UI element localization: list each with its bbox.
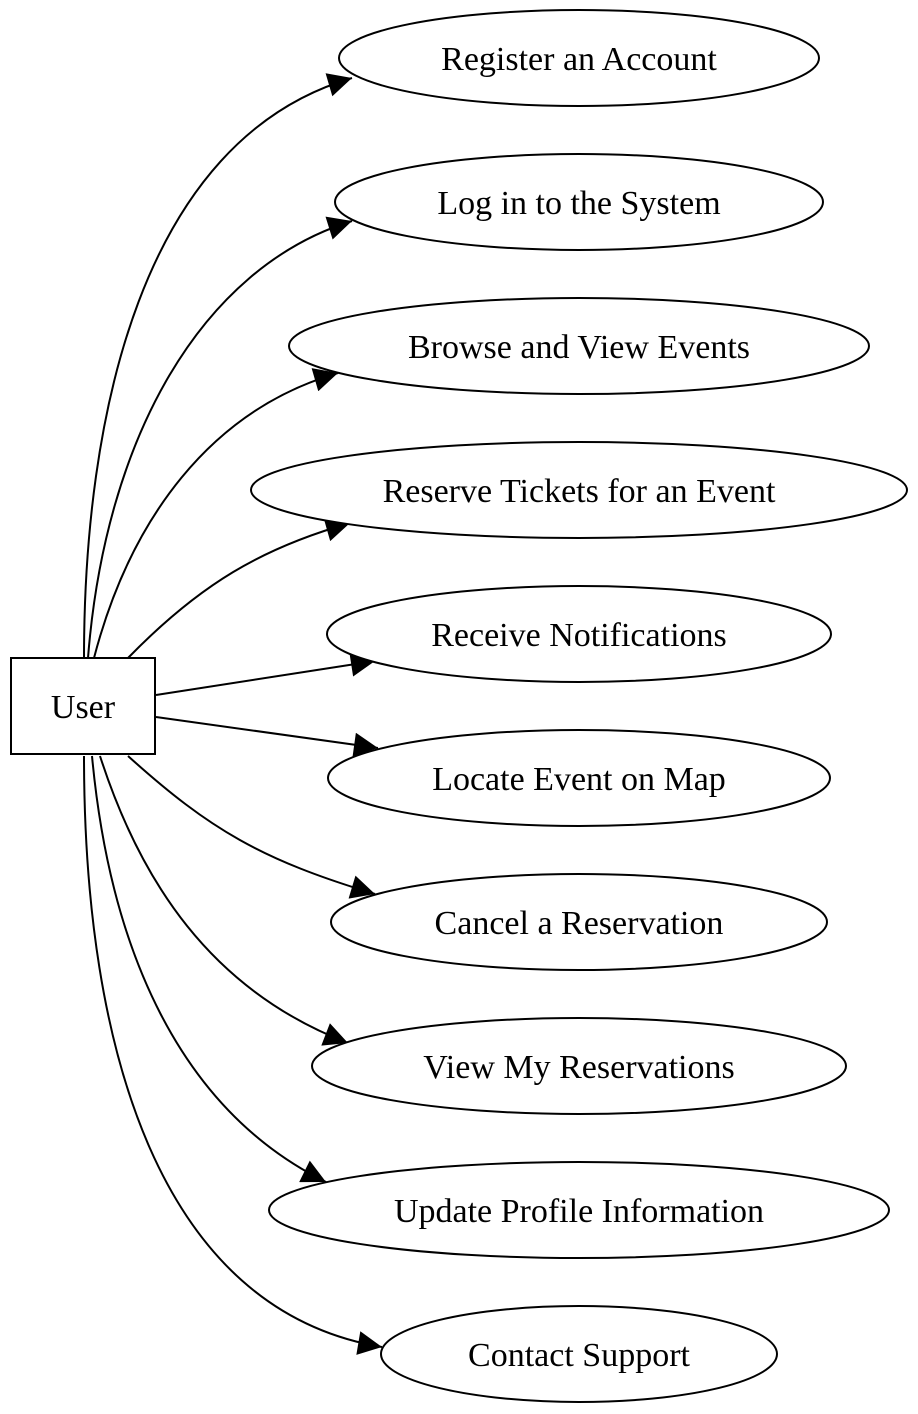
edge-user-register: [83, 73, 353, 659]
use-case-label: Update Profile Information: [394, 1193, 764, 1230]
use-case-label: Browse and View Events: [408, 329, 750, 366]
use-case-login[interactable]: Log in to the System: [334, 153, 824, 251]
use-case-label: Log in to the System: [437, 185, 720, 222]
edge-user-cancel: [127, 755, 376, 899]
actor-label: User: [51, 689, 116, 726]
use-case-notifications[interactable]: Receive Notifications: [326, 585, 832, 683]
use-case-label: View My Reservations: [423, 1049, 734, 1086]
edge-user-reserve: [127, 518, 351, 659]
actor-user[interactable]: User: [10, 657, 156, 755]
edge-user-support: [83, 755, 383, 1355]
use-case-label: Reserve Tickets for an Event: [383, 473, 776, 510]
use-case-cancel[interactable]: Cancel a Reservation: [330, 873, 828, 971]
edge-user-browse: [93, 368, 339, 659]
use-case-support[interactable]: Contact Support: [380, 1305, 778, 1403]
use-case-view-reservations[interactable]: View My Reservations: [311, 1017, 847, 1115]
use-case-browse[interactable]: Browse and View Events: [288, 297, 870, 395]
use-case-label: Cancel a Reservation: [435, 905, 724, 942]
edge-user-update-profile: [91, 755, 327, 1183]
use-case-label: Register an Account: [441, 41, 717, 78]
edge-user-notifications: [155, 652, 376, 696]
edge-user-view-reservations: [99, 755, 349, 1046]
edge-user-locate: [155, 716, 379, 757]
edges: [83, 73, 383, 1355]
use-case-label: Locate Event on Map: [432, 761, 726, 798]
use-cases: Register an Account Log in to the System…: [250, 9, 908, 1403]
use-case-label: Receive Notifications: [431, 617, 727, 654]
use-case-locate[interactable]: Locate Event on Map: [327, 729, 831, 827]
use-case-reserve[interactable]: Reserve Tickets for an Event: [250, 441, 908, 539]
actor-box: [10, 657, 156, 755]
use-case-register[interactable]: Register an Account: [338, 9, 820, 107]
use-case-update-profile[interactable]: Update Profile Information: [268, 1161, 890, 1259]
edge-user-login: [87, 216, 353, 659]
use-case-label: Contact Support: [468, 1337, 690, 1374]
